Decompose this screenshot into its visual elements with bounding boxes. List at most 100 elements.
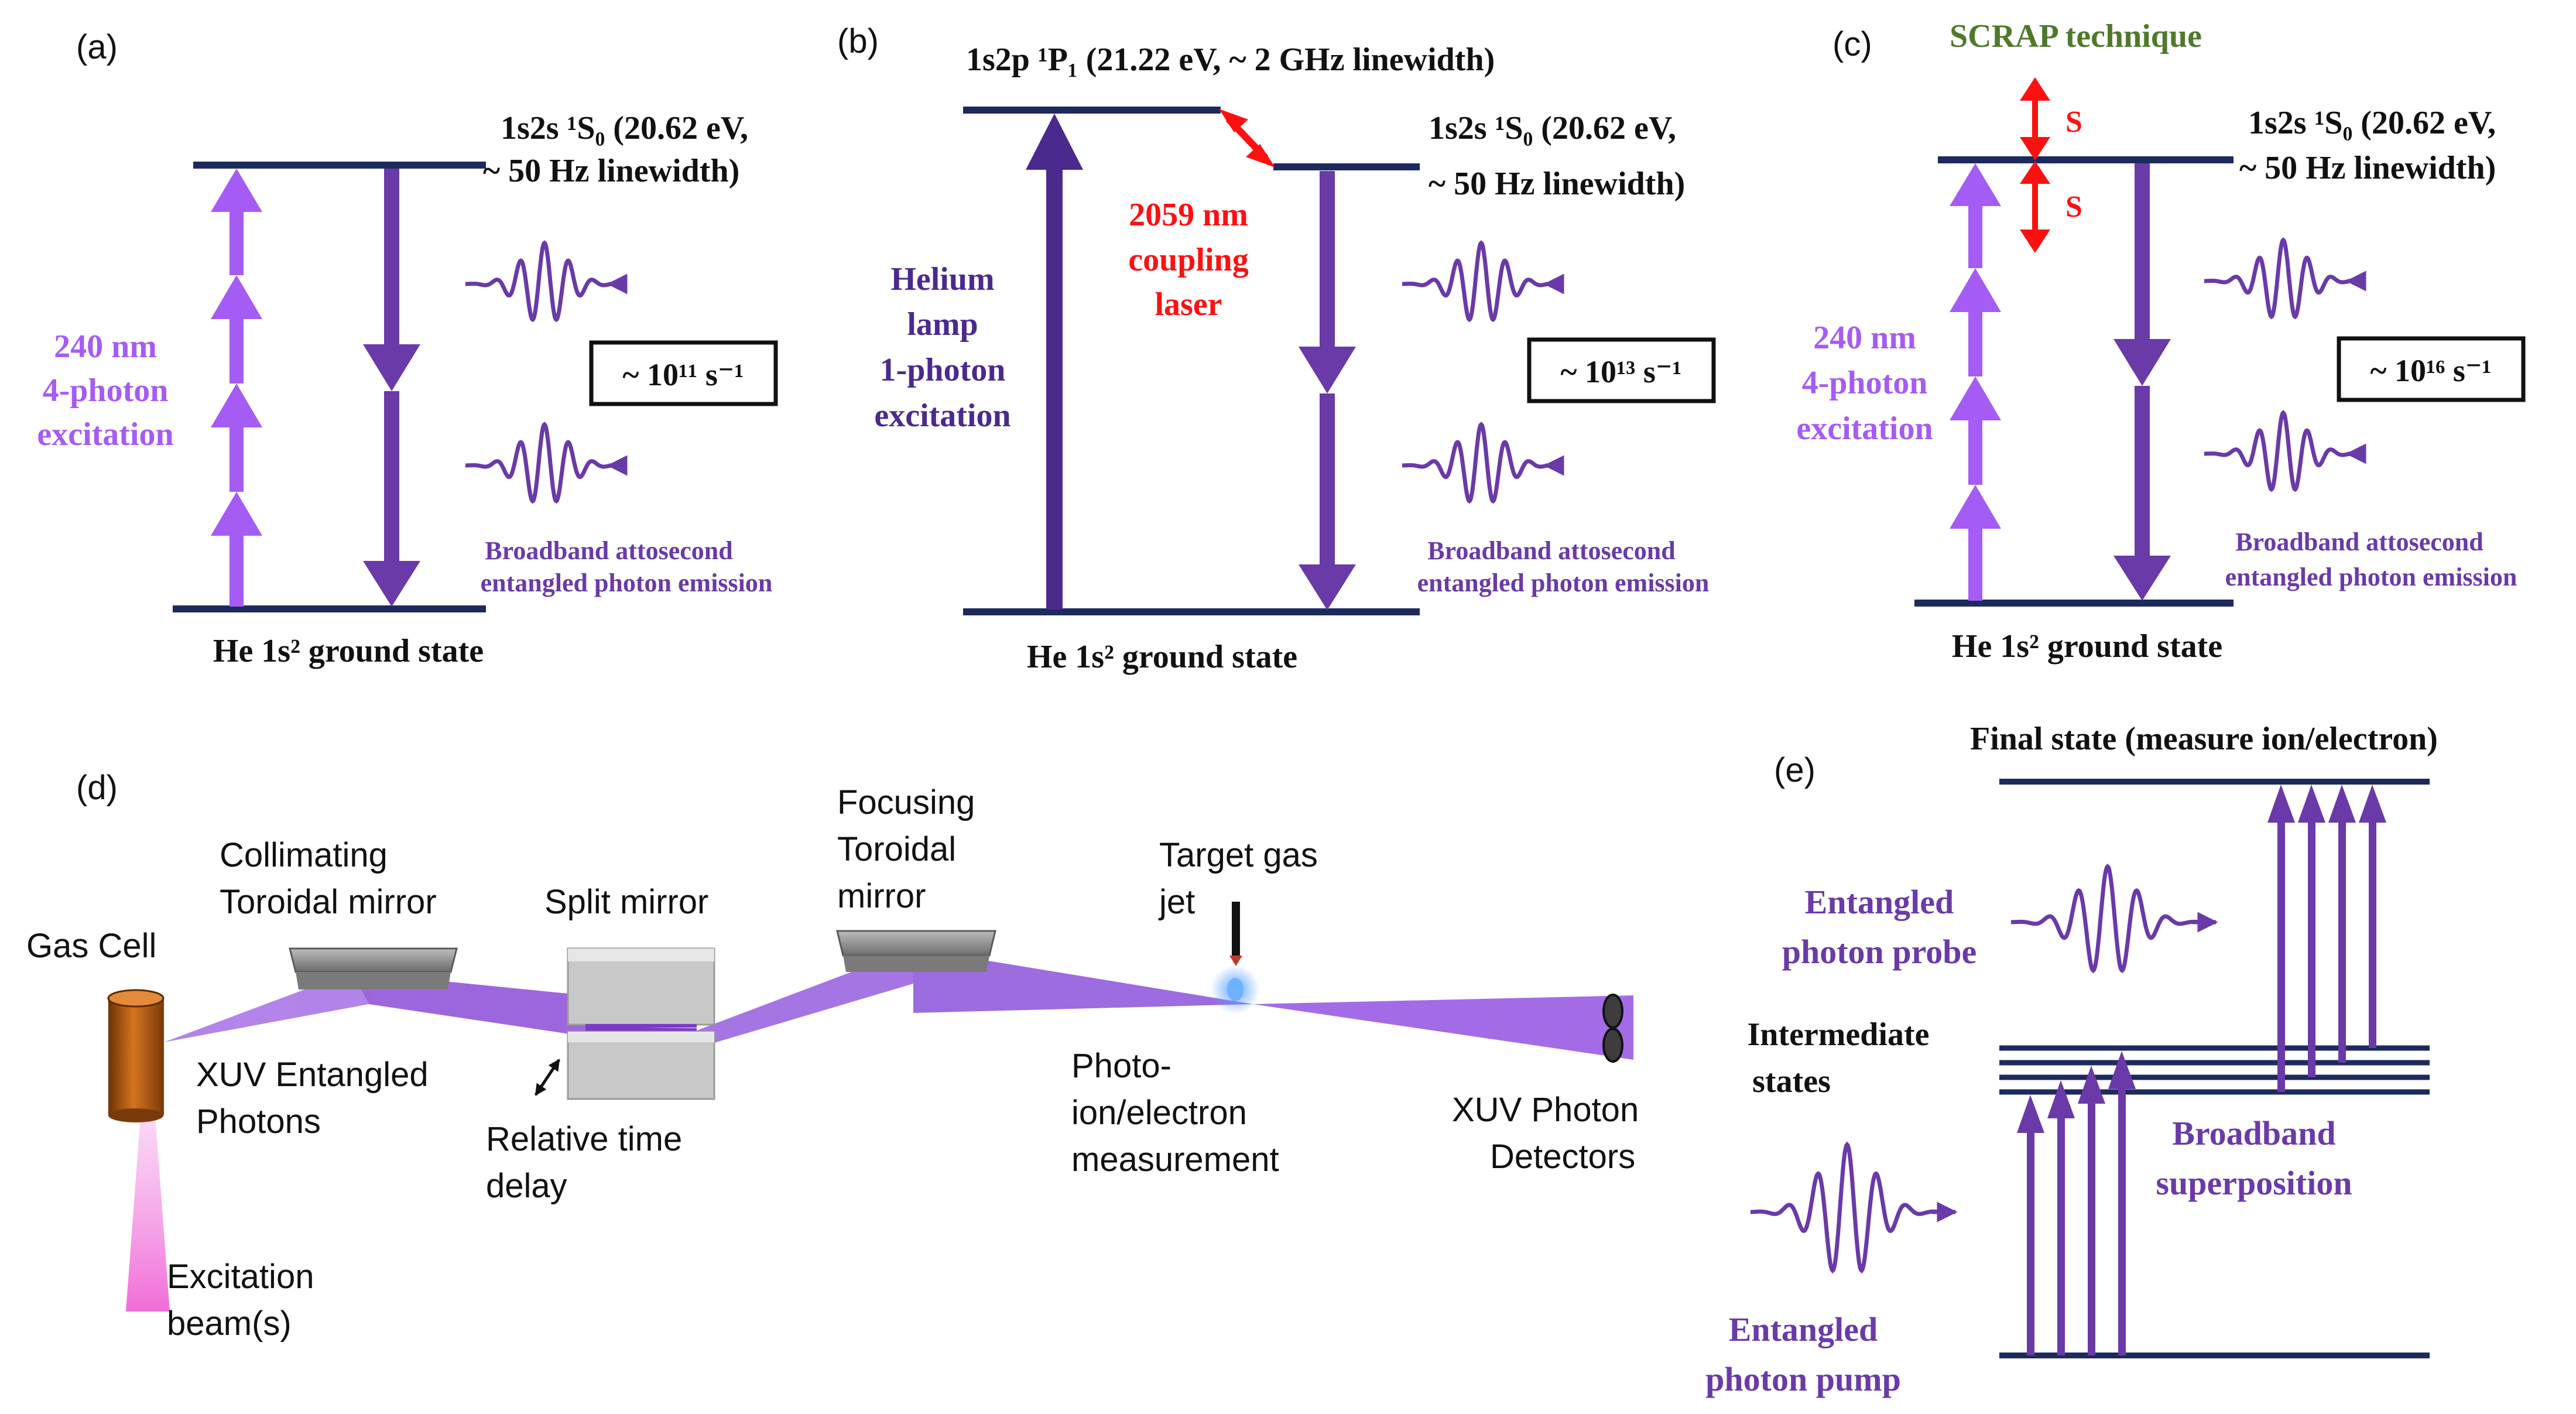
panel-c-technique-label: SCRAP technique	[1950, 18, 2202, 54]
panel-c-emission-label-1: Broadband attosecond	[2235, 528, 2483, 556]
excitation-label-2: beam(s)	[167, 1305, 292, 1343]
panel-a-pump-head-1	[211, 492, 262, 536]
panel-a-photon-wavepacket-2	[465, 422, 628, 504]
panel-a-emission-shaft-2	[384, 391, 399, 561]
xuv-photons-label-1: XUV Entangled	[196, 1056, 429, 1094]
panel-a-tag: (a)	[76, 28, 118, 66]
panel-c-emission-label-2: entangled photon emission	[2225, 563, 2517, 591]
panel-b-top-level-label: 1s2p ¹P₁ (21.22 eV, ~ 2 GHz linewidth)	[966, 42, 1495, 78]
panel-a-upper-level-label-2: ~ 50 Hz linewidth)	[483, 153, 739, 189]
panel-b-rate: ~ 10¹³ s⁻¹	[1560, 354, 1681, 389]
panel-a-pump-shaft-1	[229, 536, 244, 607]
panel-a-pump-label-3: excitation	[37, 416, 173, 453]
intermediate-state-lines	[1999, 1045, 2430, 1095]
photo-label-2: ion/electron	[1071, 1094, 1247, 1132]
panel-a-emission-shaft-1	[384, 169, 399, 344]
panel-b-upper-level-label: 1s2s ¹S₀ (20.62 eV,	[1429, 110, 1676, 146]
panel-b-rate-box	[1527, 337, 1716, 403]
panel-c-upper-level-label: 1s2s ¹S₀ (20.62 eV,	[2248, 105, 2496, 141]
panel-b-lamp-label-2: lamp	[907, 306, 978, 343]
panel-c-pump-label-2: 4-photon	[1802, 365, 1928, 401]
panel-e: (e) Final state (measure ion/electron)	[1705, 721, 2438, 1398]
detectors-label-1: XUV Photon	[1452, 1091, 1639, 1129]
delay-label-1: Relative time	[486, 1120, 682, 1158]
panel-b-coupling-arrow	[1219, 109, 1275, 167]
panel-d: (d)	[26, 769, 1639, 1343]
broadband-label-2: superposition	[2156, 1164, 2352, 1202]
panel-b-emission-arrows	[1299, 171, 1356, 610]
intermediate-label-1: Intermediate	[1747, 1016, 1929, 1053]
split-mirror-beam-line	[585, 1027, 697, 1033]
probe-label-2: photon probe	[1782, 933, 1977, 971]
panel-a-upper-level-label: 1s2s ¹S₀ (20.62 eV,	[501, 110, 748, 146]
detectors-label-2: Detectors	[1490, 1138, 1635, 1176]
excitation-label-1: Excitation	[167, 1258, 314, 1296]
panel-c-photon-wavepacket-2	[2204, 410, 2366, 492]
panel-b-lamp-label-3: 1-photon	[880, 352, 1006, 388]
xuv-beam-path	[164, 949, 1633, 1060]
photo-label-1: Photo-	[1071, 1047, 1171, 1085]
panel-c-pump-arrows	[1950, 163, 2001, 601]
delay-label-2: delay	[486, 1167, 567, 1205]
panel-a-pump-head-3	[211, 275, 262, 319]
photo-label-3: measurement	[1071, 1141, 1279, 1179]
panel-b-lamp-label-4: excitation	[874, 398, 1010, 434]
panel-c-upper-level-label-2: ~ 50 Hz linewidth)	[2239, 150, 2496, 186]
pump-label-1: Entangled	[1729, 1310, 1878, 1348]
collimating-toroidal-mirror	[289, 947, 458, 990]
panel-c-tag: (c)	[1832, 25, 1872, 63]
panel-d-tag: (d)	[76, 769, 118, 807]
panel-b-helium-lamp-arrow	[1026, 114, 1083, 610]
panel-b-tag: (b)	[837, 22, 879, 60]
pump-wavepacket	[1751, 1141, 1958, 1274]
target-label-2: jet	[1158, 883, 1195, 921]
split-mirror	[567, 947, 715, 1100]
relative-time-delay-arrow	[534, 1059, 561, 1096]
panel-a-rate: ~ 10¹¹ s⁻¹	[622, 357, 744, 392]
excitation-beam	[126, 1115, 170, 1312]
panel-c-emission-arrows	[2113, 163, 2171, 601]
panel-b-lamp-label-1: Helium	[890, 261, 994, 297]
panel-b: (b) 1s2p ¹P₁ (21.22 eV, ~ 2 GHz linewidt…	[837, 22, 1716, 675]
focusing-toroidal-mirror	[836, 930, 996, 972]
broadband-label-1: Broadband	[2172, 1114, 2335, 1152]
panel-c-pump-label-3: excitation	[1796, 410, 1933, 447]
panel-c-pump-label-1: 240 nm	[1813, 320, 1916, 356]
panel-a-emission-head-2	[363, 561, 420, 607]
panel-a-pump-head-4	[211, 169, 262, 212]
pump-label-2: photon pump	[1705, 1360, 1901, 1398]
probe-wavepacket	[2011, 864, 2218, 974]
panel-b-coupling-label-3: laser	[1155, 286, 1222, 323]
panel-e-tag: (e)	[1774, 751, 1815, 789]
panel-c-ground-label: He 1s² ground state	[1952, 628, 2222, 665]
probe-label-1: Entangled	[1805, 883, 1954, 921]
panel-b-upper-level-label-2: ~ 50 Hz linewidth)	[1429, 166, 1685, 202]
gas-cell	[107, 989, 165, 1122]
panel-b-emission-label-2: entangled photon emission	[1417, 569, 1710, 597]
panel-a-emission-head-1	[363, 344, 420, 391]
panel-a: (a) 1s2s ¹S₀ (20.62 eV, ~ 50 Hz linewidt…	[37, 28, 778, 669]
panel-b-coupling-label-1: 2059 nm	[1129, 197, 1248, 233]
panel-c-stark-label-2: S	[2065, 190, 2082, 224]
probe-arrows	[2267, 785, 2386, 1092]
collimating-label-2: Toroidal mirror	[220, 883, 437, 921]
panel-a-emission-label-1: Broadband attosecond	[485, 536, 732, 565]
panel-a-pump-label-2: 4-photon	[43, 372, 169, 409]
panel-c-rate: ~ 10¹⁶ s⁻¹	[2370, 353, 2491, 388]
panel-c-stark-shift-arrows	[2020, 77, 2050, 253]
xuv-photons-label-2: Photons	[196, 1103, 321, 1141]
panel-b-emission-label-1: Broadband attosecond	[1427, 536, 1675, 565]
panel-a-emission-label-2: entangled photon emission	[481, 569, 773, 597]
target-gas-jet	[1211, 902, 1260, 1014]
panel-a-ground-label: He 1s² ground state	[213, 633, 484, 669]
panel-a-pump-shaft-2	[229, 427, 244, 492]
panel-a-pump-shaft-3	[229, 319, 244, 384]
focusing-label-3: mirror	[837, 877, 926, 915]
panel-b-ground-label: He 1s² ground state	[1027, 639, 1297, 675]
panel-b-photon-wavepacket-2	[1402, 422, 1564, 504]
panel-a-rate-box	[589, 340, 778, 406]
pump-arrows	[2017, 1051, 2136, 1355]
panel-a-pump-arrows	[211, 169, 262, 607]
panel-a-pump-label-1: 240 nm	[54, 328, 157, 365]
